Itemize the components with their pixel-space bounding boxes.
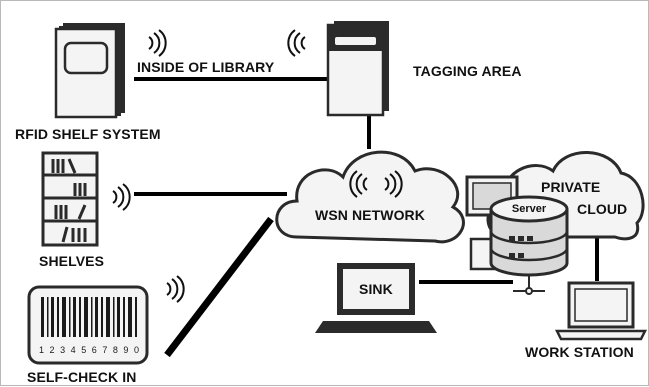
- server-label: Server: [512, 203, 547, 215]
- wireless-signal-icon: [148, 29, 167, 57]
- wsn-cloud-shape: [275, 150, 465, 244]
- inside-library-label: INSIDE OF LIBRARY: [137, 59, 275, 75]
- wireless-signal-icon: [166, 275, 185, 303]
- rfid-shelf-system-label: RFID SHELF SYSTEM: [15, 126, 161, 142]
- tagging-device-icon: [326, 21, 389, 117]
- barcode-icon: 1 2 3 4 5 6 7 8 9 0: [27, 285, 149, 365]
- connection-lines: [134, 77, 599, 358]
- wireless-signal-icon: [287, 29, 306, 57]
- sink-laptop-icon: [315, 263, 437, 333]
- work-station-label: WORK STATION: [525, 344, 634, 360]
- sink-label: SINK: [359, 281, 393, 297]
- shelves-label: SHELVES: [39, 253, 105, 269]
- tagging-area-label: TAGGING AREA: [413, 63, 522, 79]
- server-icon: [489, 195, 569, 295]
- private-cloud-label-line1: PRIVATE: [541, 179, 601, 195]
- self-check-in-label: SELF-CHECK IN: [27, 369, 137, 385]
- link-selfcheck-to-wsn: [164, 216, 274, 358]
- wsn-network-label: WSN NETWORK: [315, 207, 425, 223]
- private-cloud-label-line2: CLOUD: [577, 201, 628, 217]
- bookshelf-icon: [41, 151, 99, 247]
- rfid-shelf-device-icon: [54, 23, 125, 119]
- wireless-signal-icon: [112, 183, 131, 211]
- workstation-laptop-icon: [554, 281, 648, 341]
- barcode-digits: 1 2 3 4 5 6 7 8 9 0: [39, 345, 139, 355]
